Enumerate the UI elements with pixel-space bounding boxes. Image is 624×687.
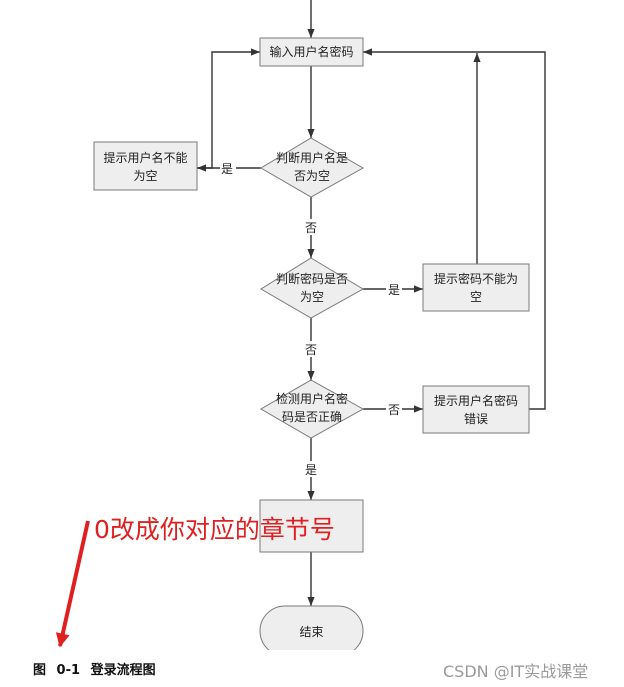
node-check-pwd-label-2: 为空	[300, 290, 324, 304]
node-prompt-pwd-label-1: 提示密码不能为	[434, 271, 518, 286]
caption-fig: 图	[33, 663, 47, 678]
node-prompt-pwd-box	[422, 263, 530, 312]
node-check-user-label-1: 判断用户名是	[276, 150, 348, 165]
edge-label-yes-3: 是	[305, 463, 317, 477]
node-prompt-err-label-2: 错误	[464, 412, 488, 426]
edge-prompt-user-return	[197, 48, 260, 169]
node-detect-diamond	[260, 379, 365, 439]
annotation-arrow	[55, 520, 90, 648]
node-prompt-err-label-1: 提示用户名密码	[434, 393, 518, 408]
edge-prompt-err-return	[363, 48, 546, 410]
caption-number: 0-1	[56, 663, 81, 678]
node-prompt-pwd-label-2: 空	[470, 290, 482, 304]
node-main-box	[259, 499, 364, 553]
figure-caption: 图 0-1 登录流程图	[33, 659, 162, 678]
edge-label-no-2: 否	[305, 343, 317, 357]
edge-label-yes-2: 是	[388, 283, 400, 297]
node-check-pwd-label-1: 判断密码是否	[276, 271, 348, 286]
login-flowchart: 输入用户名密码 判断用户名是 否为空 提示用户名不能 为空 判断密码是否 为空 …	[55, 0, 546, 650]
edge-label-yes-1: 是	[221, 162, 233, 176]
node-prompt-user-label-1: 提示用户名不能	[103, 150, 187, 165]
node-input-box	[259, 37, 364, 67]
node-check-user-diamond	[260, 137, 365, 198]
node-prompt-err-box	[422, 385, 530, 434]
edge-label-no-1: 否	[305, 221, 317, 235]
node-check-user-label-2: 否为空	[294, 169, 330, 183]
node-end-terminal	[259, 605, 364, 650]
node-end-label: 结束	[299, 625, 323, 639]
node-detect-label-1: 检测用户名密	[276, 391, 348, 406]
caption-title: 登录流程图	[90, 663, 156, 678]
node-input-label: 输入用户名密码	[269, 44, 353, 59]
edge-label-no-3: 否	[388, 403, 400, 417]
node-detect-label-2: 码是否正确	[282, 410, 342, 424]
node-prompt-user-label-2: 为空	[133, 169, 157, 183]
annotation-text: 0改成你对应的章节号	[94, 515, 335, 544]
node-prompt-user-box	[93, 141, 198, 191]
node-check-pwd-diamond	[260, 257, 365, 319]
watermark: CSDN @IT实战课堂	[443, 662, 589, 681]
